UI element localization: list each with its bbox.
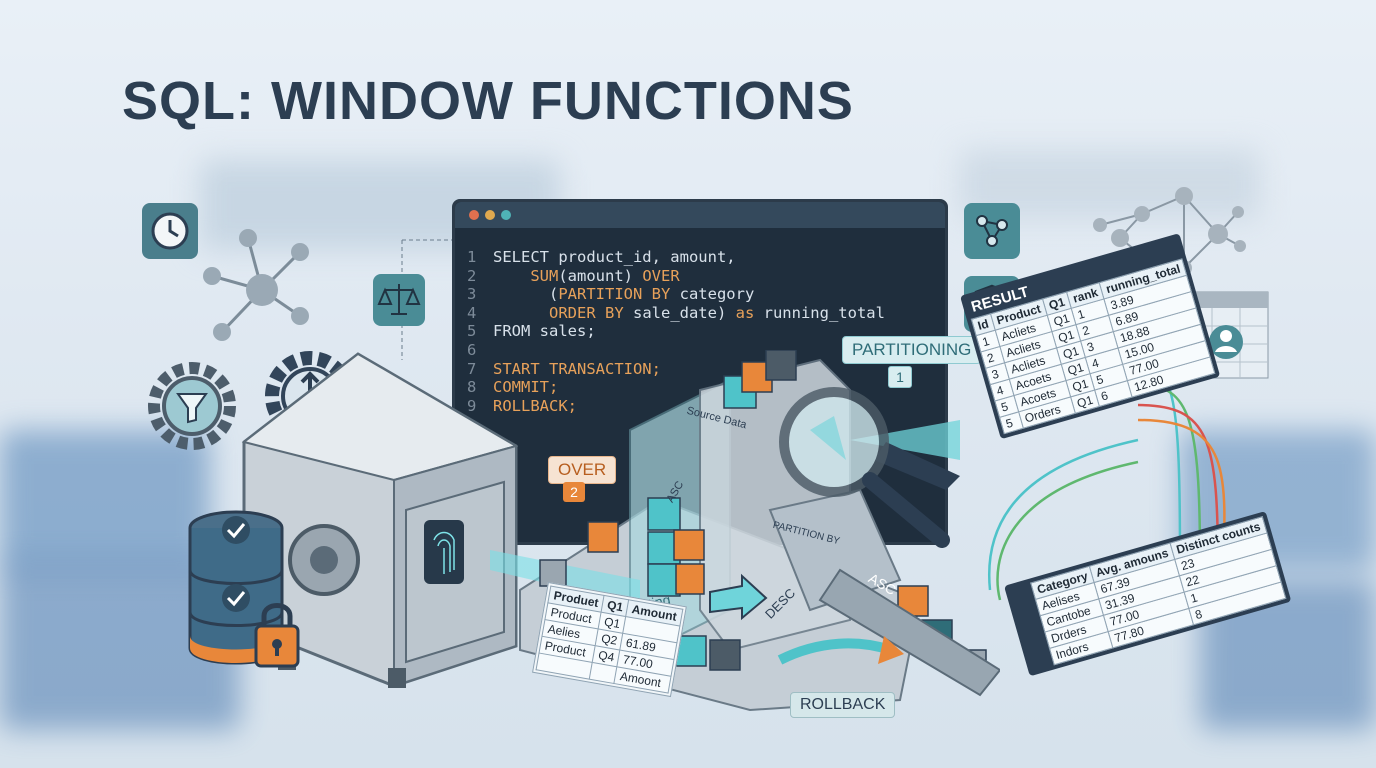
- line-number: 2: [467, 266, 477, 285]
- over-badge: 2: [563, 482, 585, 502]
- fingerprint-icon: [433, 531, 455, 574]
- sql-text: SELECT product_id, amount,: [493, 248, 736, 266]
- table-cell: [589, 662, 618, 684]
- code-line: 3 (PARTITION BY category: [467, 285, 885, 304]
- code-line: 7 START TRANSACTION;: [467, 360, 885, 379]
- sql-text: FROM sales;: [493, 322, 596, 341]
- maximize-dot-icon[interactable]: [501, 210, 511, 220]
- sql-keyword: COMMIT;: [493, 378, 559, 397]
- line-number: 4: [467, 303, 477, 322]
- line-number: 6: [467, 340, 477, 359]
- line-number: 5: [467, 322, 477, 341]
- sql-text: (amount): [558, 266, 643, 285]
- sql-keyword: PARTITION BY: [558, 285, 671, 304]
- sql-text: running_total: [754, 303, 885, 322]
- padlock-icon: [254, 603, 300, 668]
- sql-text: (: [493, 285, 559, 304]
- sql-text: sale_date): [623, 303, 736, 322]
- clock-icon: [142, 203, 198, 259]
- sql-keyword: as: [735, 303, 755, 322]
- sql-keyword: SUM: [530, 266, 559, 285]
- sql-keyword: OVER: [642, 266, 680, 285]
- sql-text: [493, 267, 530, 285]
- line-number: 7: [467, 359, 477, 378]
- line-number: 9: [467, 396, 477, 415]
- balance-scale-icon: [373, 274, 425, 326]
- close-dot-icon[interactable]: [469, 210, 479, 220]
- code-line: 1 SELECT product_id, amount,: [467, 248, 885, 267]
- code-line: 5 FROM sales;: [467, 322, 885, 341]
- code-line: 6: [467, 341, 885, 360]
- sql-text: category: [670, 285, 755, 304]
- sql-keyword: START TRANSACTION;: [493, 359, 661, 378]
- code-line: 8 COMMIT;: [467, 378, 885, 397]
- page-title: SQL: WINDOW FUNCTIONS: [122, 71, 854, 131]
- minimize-dot-icon[interactable]: [485, 210, 495, 220]
- partitioning-label: PARTITIONING: [842, 336, 982, 364]
- sql-keyword: ORDER BY: [549, 303, 624, 322]
- code-line: 2 SUM(amount) OVER: [467, 267, 885, 286]
- sql-text: [493, 304, 549, 322]
- line-number: 1: [467, 248, 477, 266]
- network-box-icon: [964, 203, 1020, 259]
- funnel-gear-icon: [148, 362, 236, 450]
- line-number: 8: [467, 378, 477, 397]
- magnifier-icon: [779, 387, 960, 548]
- over-label: OVER: [548, 456, 617, 484]
- teal-arrow-icon: [709, 573, 768, 621]
- editor-title-bar: [455, 202, 945, 228]
- rollback-label: ROLLBACK: [790, 692, 896, 718]
- code-line: 4 ORDER BY sale_date) as running_total: [467, 304, 885, 323]
- sql-keyword: ROLLBACK;: [493, 396, 577, 415]
- line-number: 3: [467, 285, 477, 304]
- bg-blur: [0, 430, 210, 570]
- code-line: 9 ROLLBACK;: [467, 397, 885, 416]
- partitioning-badge: 1: [888, 366, 912, 388]
